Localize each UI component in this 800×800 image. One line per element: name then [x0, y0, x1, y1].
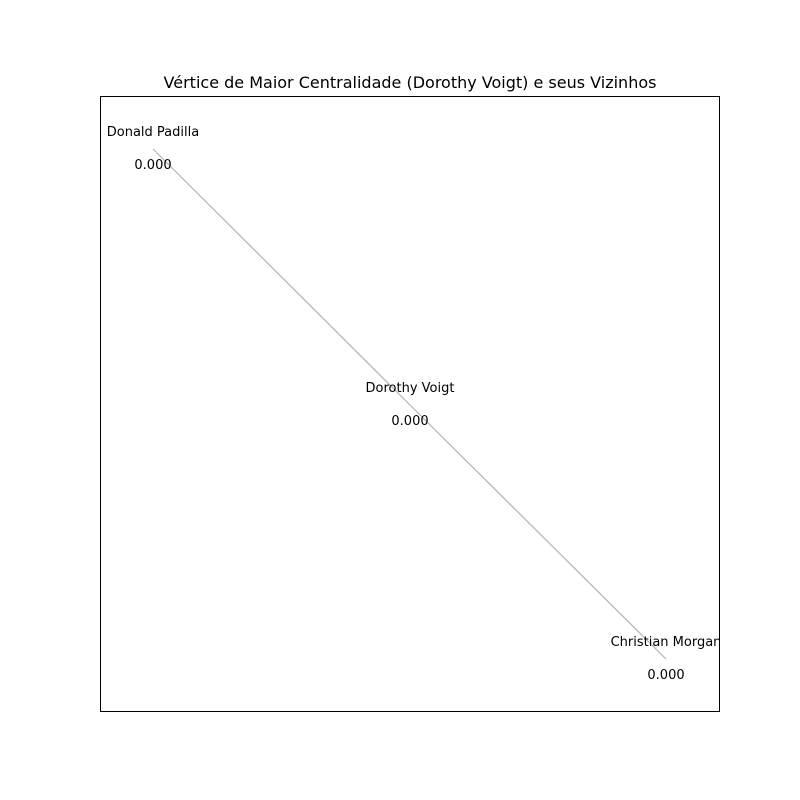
node-christian: Christian Morgan 0.000 [611, 635, 722, 683]
node-centrality-value: 0.000 [391, 414, 428, 429]
node-centrality-value: 0.000 [647, 668, 684, 683]
plot-frame [100, 96, 720, 712]
node-centrality-value: 0.000 [134, 158, 171, 173]
node-label: Christian Morgan [611, 635, 722, 650]
node-label: Dorothy Voigt [366, 381, 455, 396]
edge-dorothy-donald [152, 148, 411, 406]
edge-dorothy-christian [409, 404, 667, 660]
chart-title: Vértice de Maior Centralidade (Dorothy V… [164, 73, 657, 92]
node-label: Donald Padilla [107, 125, 199, 140]
node-donald: Donald Padilla 0.000 [107, 125, 199, 173]
edges-layer [152, 148, 667, 660]
node-dorothy: Dorothy Voigt 0.000 [366, 381, 455, 429]
